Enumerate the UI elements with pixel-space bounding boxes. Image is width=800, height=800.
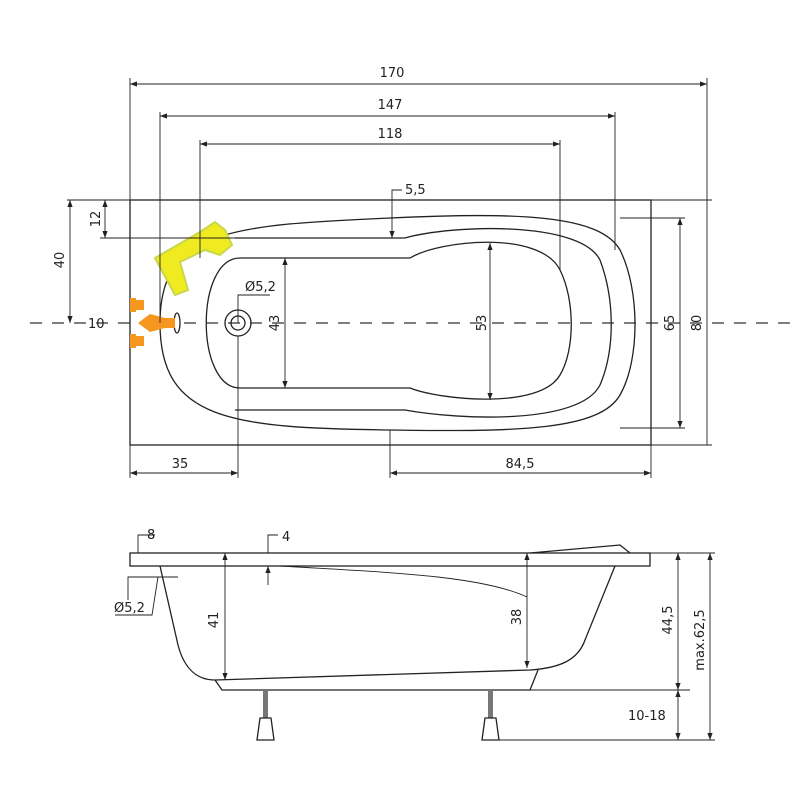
dim-overflow-diameter: Ø5,2 bbox=[114, 601, 145, 616]
inner-rim bbox=[235, 227, 612, 418]
dim-basin-width: 43 bbox=[268, 315, 283, 332]
headrest bbox=[529, 544, 631, 554]
rim-curve bbox=[159, 214, 636, 432]
side-rim bbox=[129, 552, 651, 567]
logo-sticker-icon bbox=[153, 220, 234, 297]
dim-center-from-edge: 40 bbox=[53, 252, 68, 269]
dim-drain-from-edge: 35 bbox=[172, 457, 189, 472]
dim-height-max: max.62,5 bbox=[693, 609, 708, 670]
dim-drain-diameter: Ø5,2 bbox=[245, 280, 276, 295]
dim-inner-width: 53 bbox=[475, 315, 490, 332]
tub-base bbox=[214, 669, 539, 691]
dim-leg-adjust: 10-18 bbox=[628, 709, 666, 724]
side-view: 8 4 Ø5,2 41 38 44,5 max.62,5 10-18 bbox=[114, 528, 715, 741]
basin bbox=[205, 241, 572, 400]
dim-rim-top: 12 bbox=[89, 211, 104, 228]
top-view: 170 147 118 5,5 12 40 10 Ø5,2 43 53 65 8… bbox=[30, 66, 800, 478]
dim-length-total: 170 bbox=[380, 66, 405, 81]
dim-overflow-offset: 4 bbox=[282, 530, 290, 545]
tub-body bbox=[159, 565, 616, 681]
dim-width-inner: 65 bbox=[663, 315, 678, 332]
outer-rim bbox=[129, 199, 652, 446]
dim-depth-back: 38 bbox=[510, 609, 525, 626]
dim-length-basin: 118 bbox=[378, 127, 403, 142]
leg-front bbox=[256, 690, 275, 741]
backrest-line bbox=[279, 565, 528, 598]
dim-tap-offset: 10 bbox=[88, 317, 105, 332]
tap-icon bbox=[130, 298, 175, 348]
dim-width-total: 80 bbox=[690, 315, 705, 332]
dim-depth-front: 41 bbox=[207, 612, 222, 629]
dim-length-inner: 147 bbox=[378, 98, 403, 113]
leg-back bbox=[481, 690, 500, 741]
dim-rim-offset: 5,5 bbox=[405, 183, 426, 198]
dim-height-body: 44,5 bbox=[661, 606, 676, 635]
dim-rear-length: 84,5 bbox=[506, 457, 535, 472]
dim-rim-thickness: 8 bbox=[147, 528, 155, 543]
